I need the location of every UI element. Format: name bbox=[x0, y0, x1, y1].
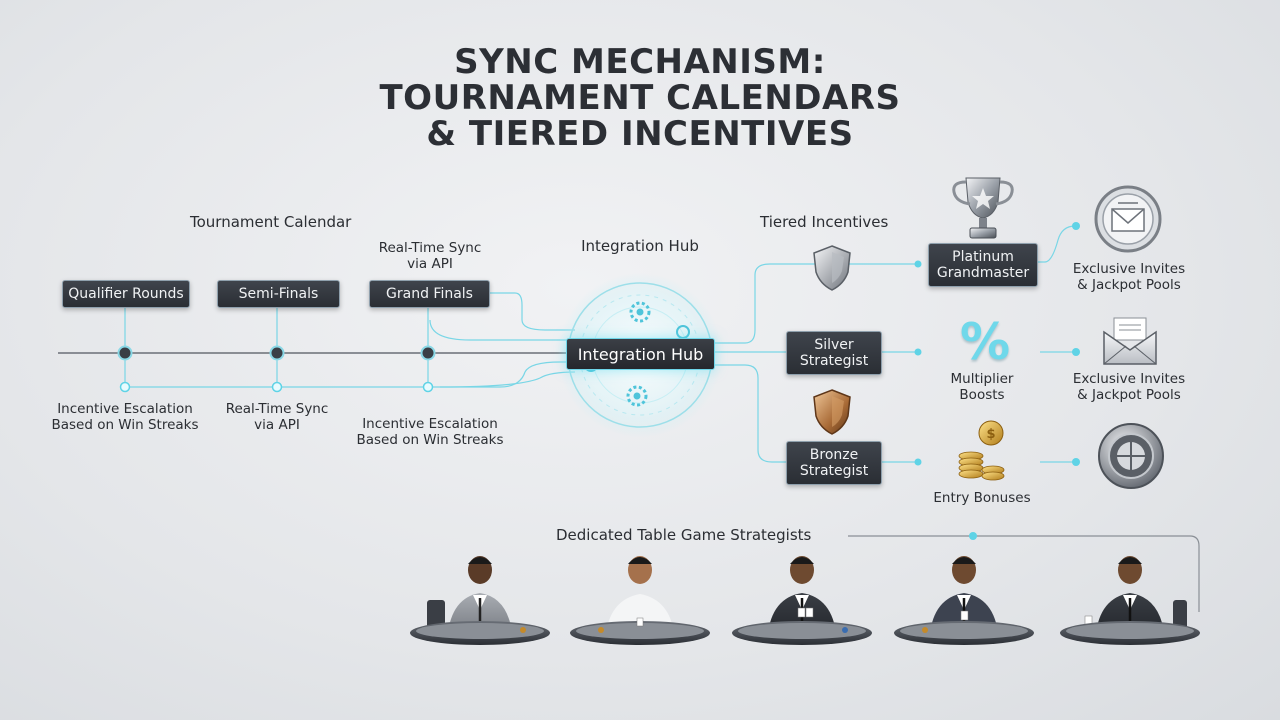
strategists-heading: Dedicated Table Game Strategists bbox=[556, 526, 812, 544]
title-line-1: SYNC MECHANISM: bbox=[454, 42, 826, 82]
timeline-node-1 bbox=[117, 345, 133, 361]
vault-dial-icon bbox=[1098, 423, 1164, 489]
page-title: SYNC MECHANISM: TOURNAMENT CALENDARS & T… bbox=[0, 44, 1280, 152]
far-right-exclusive-2: Exclusive Invites & Jackpot Pools bbox=[1072, 371, 1186, 403]
timeline-node-3 bbox=[420, 345, 436, 361]
note-incentive-escalation-2: Incentive Escalation Based on Win Streak… bbox=[356, 416, 504, 448]
stage-semi-finals[interactable]: Semi-Finals bbox=[217, 280, 340, 308]
incentives-heading: Tiered Incentives bbox=[760, 213, 889, 231]
strategist-3 bbox=[732, 556, 872, 645]
envelope-badge-icon bbox=[1094, 185, 1162, 253]
trophy-icon bbox=[952, 177, 1014, 239]
percent-icon: % bbox=[959, 313, 1011, 371]
tier-platinum-grandmaster[interactable]: Platinum Grandmaster bbox=[928, 243, 1038, 287]
reward-entry-bonuses: Entry Bonuses bbox=[933, 490, 1031, 506]
coins-icon: $ bbox=[958, 420, 1005, 481]
title-line-2: TOURNAMENT CALENDARS bbox=[379, 78, 901, 118]
gear-icon bbox=[629, 301, 651, 323]
strategist-4 bbox=[894, 556, 1034, 645]
strategist-5 bbox=[1060, 556, 1200, 645]
timeline-node-2 bbox=[269, 345, 285, 361]
stage-qualifier-rounds[interactable]: Qualifier Rounds bbox=[62, 280, 190, 308]
calendar-sync-note: Real-Time Sync via API bbox=[378, 240, 482, 272]
svg-text:$: $ bbox=[986, 427, 995, 442]
shield-icon-bronze bbox=[813, 389, 851, 435]
envelope-icon bbox=[1103, 317, 1157, 365]
gear-icon-lower bbox=[626, 385, 648, 407]
calendar-heading: Tournament Calendar bbox=[190, 213, 352, 231]
hub-heading: Integration Hub bbox=[581, 237, 699, 255]
tier-bronze-strategist[interactable]: Bronze Strategist bbox=[786, 441, 882, 485]
hub-label[interactable]: Integration Hub bbox=[566, 338, 715, 370]
tier-silver-strategist[interactable]: Silver Strategist bbox=[786, 331, 882, 375]
note-realtime-sync: Real-Time Sync via API bbox=[225, 401, 329, 433]
far-right-exclusive-1: Exclusive Invites & Jackpot Pools bbox=[1072, 261, 1186, 293]
strategist-2 bbox=[570, 556, 710, 645]
reward-multiplier-boosts: Multiplier Boosts bbox=[950, 371, 1014, 403]
note-incentive-escalation-1: Incentive Escalation Based on Win Streak… bbox=[51, 401, 199, 433]
strategist-tables bbox=[410, 556, 1200, 645]
stage-grand-finals[interactable]: Grand Finals bbox=[369, 280, 490, 308]
title-line-3: & TIERED INCENTIVES bbox=[426, 114, 854, 154]
shield-icon-silver bbox=[813, 245, 851, 291]
strategist-1 bbox=[410, 556, 550, 645]
